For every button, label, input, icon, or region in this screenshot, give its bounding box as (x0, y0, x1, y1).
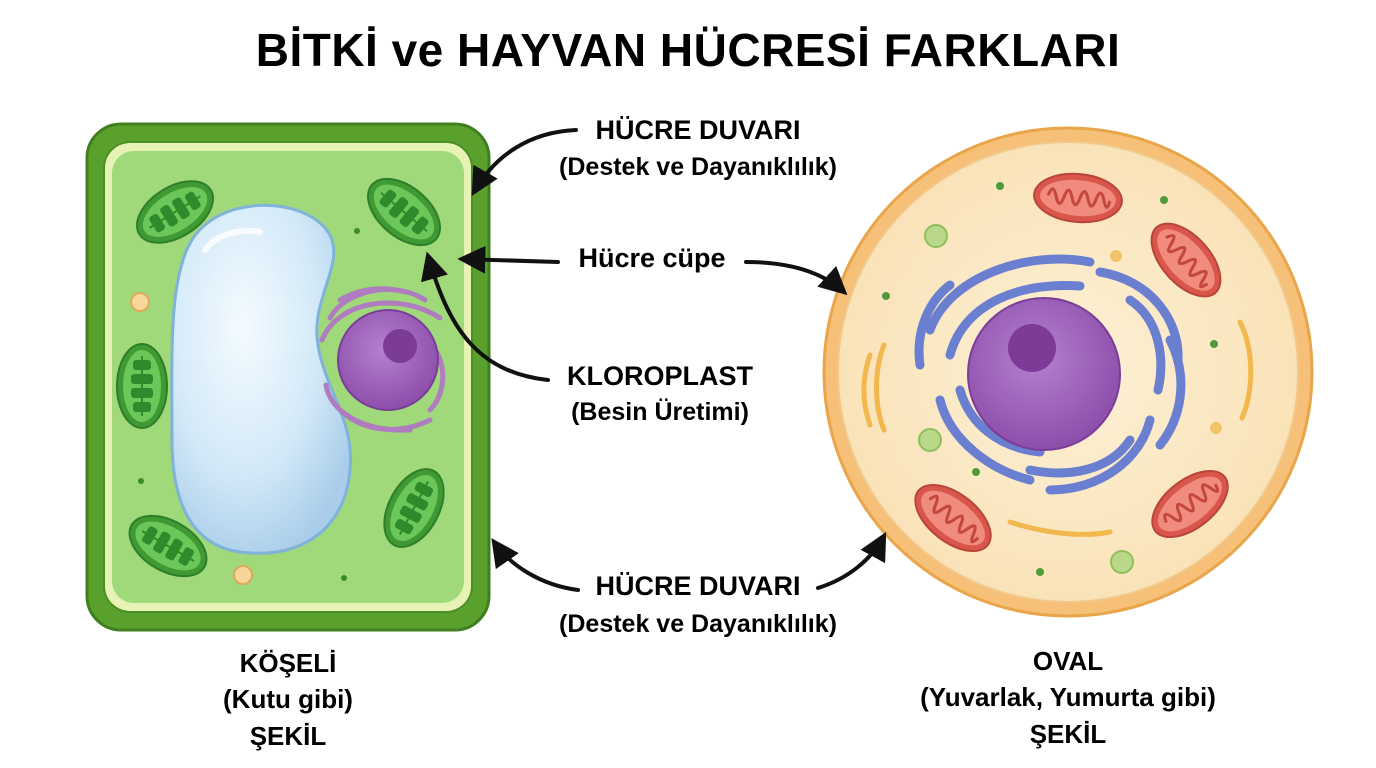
arrow-cell-wall-bottom-plant (491, 538, 580, 592)
label-cell-wall-top-name: HÜCRE DUVARI (595, 115, 800, 145)
plant-nucleus (337, 309, 439, 411)
arrow-chloroplast (421, 251, 550, 382)
animal-nucleus (967, 297, 1121, 451)
arrow-membrane-plant (457, 245, 560, 274)
animal-shape-line-3: ŞEKİL (1030, 719, 1107, 749)
animal-shape-line-2: (Yuvarlak, Yumurta gibi) (920, 682, 1216, 712)
plant-cell (85, 122, 491, 632)
pointer-arrows (421, 128, 887, 592)
label-cell-membrane: Hücre cüpe (578, 243, 725, 273)
plant-shape-line-3: ŞEKİL (250, 721, 327, 751)
plant-vesicle (130, 292, 150, 312)
plant-nucleolus (383, 329, 417, 363)
arrow-membrane-animal (744, 260, 848, 296)
central-vacuole (170, 203, 353, 555)
animal-shape-line-1: OVAL (1033, 646, 1103, 676)
plant-shape-line-1: KÖŞELİ (240, 648, 337, 678)
arrow-cell-wall-bottom-animal (816, 531, 887, 590)
label-cell-wall-top: HÜCRE DUVARI (Destek ve Dayanıklılık) (559, 115, 837, 181)
animal-nucleolus (1008, 324, 1056, 372)
label-cell-wall-top-desc: (Destek ve Dayanıklılık) (559, 153, 837, 181)
animal-shape-caption: OVAL (Yuvarlak, Yumurta gibi) ŞEKİL (920, 646, 1216, 749)
animal-cell (822, 126, 1314, 618)
plant-shape-line-2: (Kutu gibi) (223, 684, 353, 714)
label-cell-membrane-name: Hücre cüpe (578, 243, 725, 273)
golgi-apparatus (861, 319, 1254, 537)
plant-vesicle (233, 565, 253, 585)
label-chloroplast-name: KLOROPLAST (567, 361, 754, 391)
plant-endoplasmic-reticulum (319, 286, 446, 433)
plant-shape-caption: KÖŞELİ (Kutu gibi) ŞEKİL (223, 648, 353, 751)
label-chloroplast: KLOROPLAST (Besin Üretimi) (567, 361, 754, 426)
arrow-cell-wall-top (471, 128, 578, 197)
label-cell-wall-bottom: HÜCRE DUVARI (Destek ve Dayanıklılık) (559, 571, 837, 638)
diagram-title: BİTKİ ve HAYVAN HÜCRESİ FARKLARI (256, 24, 1121, 76)
label-chloroplast-desc: (Besin Üretimi) (571, 397, 749, 426)
label-cell-wall-bottom-name: HÜCRE DUVARI (595, 571, 800, 601)
label-cell-wall-bottom-desc: (Destek ve Dayanıklılık) (559, 610, 837, 638)
animal-endoplasmic-reticulum (914, 254, 1186, 495)
chloroplast-3 (116, 343, 168, 429)
